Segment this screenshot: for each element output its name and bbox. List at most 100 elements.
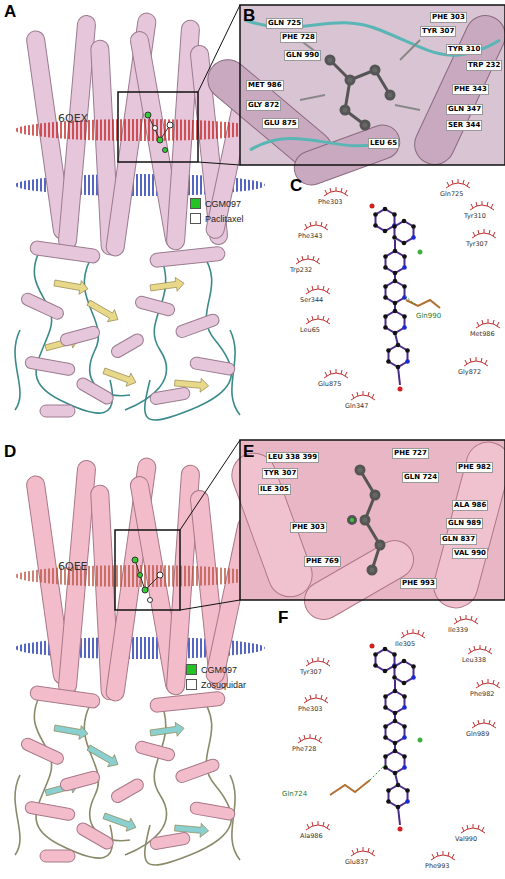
residue-label: Ile305 xyxy=(395,640,415,648)
figure-shape xyxy=(304,221,328,230)
residue-label: Phe993 xyxy=(425,862,449,870)
legend-swatch xyxy=(190,213,201,224)
residue-label: GLY 872 xyxy=(246,100,281,111)
figure-shape xyxy=(398,367,400,385)
figure-shape xyxy=(306,821,330,830)
figure-shape xyxy=(356,466,364,474)
residue-label: SER 344 xyxy=(446,120,482,131)
figure-shape xyxy=(392,219,416,246)
legend-row: Paclitaxel xyxy=(190,213,244,224)
legend-row: CGM097 xyxy=(190,198,241,209)
residue-label: Tyr307 xyxy=(300,668,322,676)
figure-shape xyxy=(132,557,138,563)
figure-shape xyxy=(386,91,394,99)
legend-swatch xyxy=(190,198,201,209)
figure-shape xyxy=(326,56,334,64)
figure-shape xyxy=(324,187,348,196)
figure-shape xyxy=(290,120,405,190)
figure-shape xyxy=(395,105,420,110)
figure-shape xyxy=(383,249,407,276)
membrane-upper xyxy=(15,565,265,587)
figure-shape xyxy=(240,440,505,600)
figure-shape xyxy=(306,315,330,324)
figure-shape xyxy=(383,309,407,336)
ligand-a xyxy=(145,112,173,153)
figure-shape xyxy=(300,95,325,100)
figure-shape xyxy=(135,560,145,590)
panel-letter: D xyxy=(4,442,16,462)
residue-label: Met986 xyxy=(470,330,495,338)
figure-shape xyxy=(341,106,349,114)
residue-label: Val990 xyxy=(455,835,477,843)
figure-shape xyxy=(226,437,505,626)
residue-label: Ser344 xyxy=(300,296,323,304)
residue-label: LEU 338 399 xyxy=(266,452,319,463)
figure-shape xyxy=(306,657,330,666)
figure-shape xyxy=(392,659,416,686)
residue-label: TYR 310 xyxy=(446,44,482,55)
residue-label: ALA 986 xyxy=(452,500,488,511)
protein-cartoon xyxy=(15,457,257,865)
residue-label: Gln725 xyxy=(440,190,463,198)
figure-shape xyxy=(361,516,369,524)
residue-label: PHE 343 xyxy=(452,84,489,95)
legend-swatch xyxy=(186,664,197,675)
legend-row: CGM097 xyxy=(186,664,237,675)
legend-row: Zosuquidar xyxy=(186,679,246,690)
figure-shape xyxy=(464,357,488,366)
residue-label: Leu338 xyxy=(462,656,486,664)
figure-shape xyxy=(446,179,470,188)
panel-letter: E xyxy=(243,442,254,462)
residue-label: TRP 232 xyxy=(466,60,502,71)
zoom-line xyxy=(180,440,240,530)
figure-shape xyxy=(304,694,328,703)
residue-label: PHE 728 xyxy=(280,32,317,43)
residue-label: PHE 982 xyxy=(456,462,493,473)
figure-shape xyxy=(200,9,505,190)
residue-label: Glu875 xyxy=(318,380,341,388)
legend-text: Zosuquidar xyxy=(201,680,246,690)
figure-shape xyxy=(153,126,158,131)
bonded-residue-label: Gln724 xyxy=(282,790,307,798)
figure-shape xyxy=(157,137,163,143)
protein-d xyxy=(15,440,265,865)
figure-shape xyxy=(383,719,407,746)
figure-shape xyxy=(429,437,505,613)
figure-shape xyxy=(142,587,148,593)
figure-shape xyxy=(324,369,348,378)
figure-shape xyxy=(167,122,173,128)
figure-shape xyxy=(349,517,356,524)
figure-shape xyxy=(383,689,407,716)
ligplot-f xyxy=(298,615,500,860)
figure-shape xyxy=(148,598,153,603)
residue-label: GLN 990 xyxy=(284,50,321,61)
residue-label: Ala986 xyxy=(300,832,323,840)
figure-shape xyxy=(386,783,410,810)
figure-shape xyxy=(476,319,500,328)
figure-shape xyxy=(383,279,407,306)
residue-label: GLN 989 xyxy=(446,518,483,529)
residue-label: Glu837 xyxy=(345,858,368,866)
figure-shape xyxy=(370,644,375,649)
figure-shape xyxy=(326,56,394,129)
figure-shape xyxy=(157,572,163,578)
figure-shape xyxy=(386,343,410,370)
residue-label: PHE 993 xyxy=(400,578,437,589)
figure-shape xyxy=(351,391,375,400)
figure-shape xyxy=(383,749,407,776)
residue-label: VAL 990 xyxy=(452,548,488,559)
residue-label: GLN 724 xyxy=(402,472,439,483)
legend-text: CGM097 xyxy=(205,199,241,209)
residue-label: Phe343 xyxy=(298,232,322,240)
residue-label: Leu65 xyxy=(300,326,320,334)
residue-label: MET 986 xyxy=(246,80,284,91)
figure-shape xyxy=(431,851,455,860)
figure-shape xyxy=(330,780,370,795)
figure-shape xyxy=(376,541,384,549)
residue-label: GLU 875 xyxy=(262,118,299,129)
zoom-box xyxy=(118,92,198,162)
residue-label: Phe982 xyxy=(470,690,494,698)
figure-shape xyxy=(398,807,400,825)
figure-shape xyxy=(373,207,397,234)
residue-label: PHE 769 xyxy=(304,556,341,567)
